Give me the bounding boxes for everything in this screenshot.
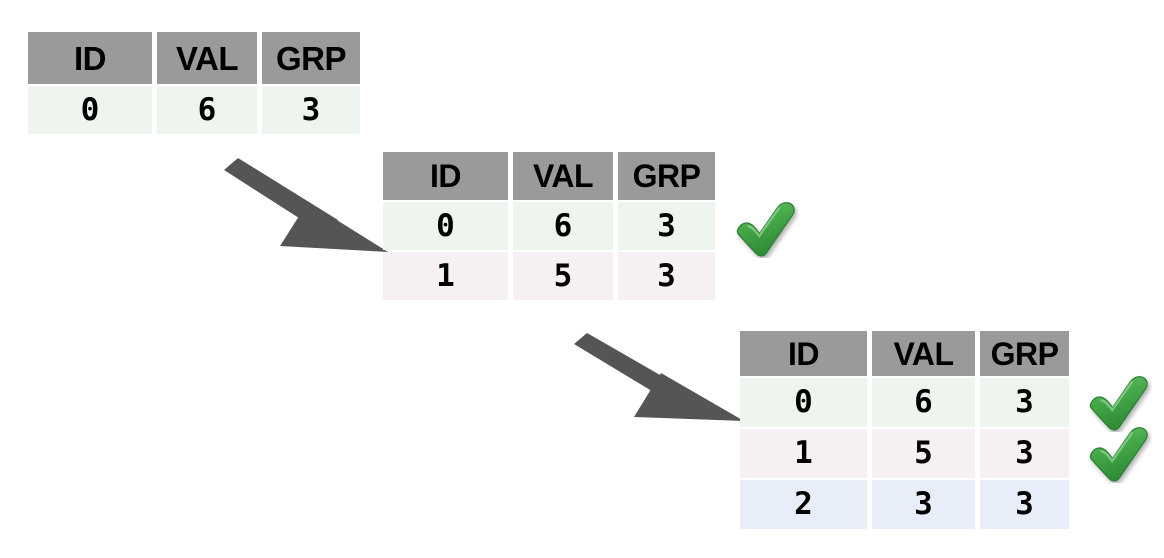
table-step2: ID VAL GRP 0 6 3 1 5 3	[383, 152, 715, 300]
arrow-down-right-icon	[222, 158, 390, 254]
cell-grp: 3	[980, 378, 1069, 427]
table-row: 2 3 3	[740, 480, 1069, 529]
table-row: 0 6 3	[28, 86, 360, 134]
cell-grp: 3	[980, 480, 1069, 529]
cell-val: 5	[513, 252, 613, 300]
table-row: 0 6 3	[383, 202, 715, 250]
cell-val: 6	[157, 86, 257, 134]
cell-id: 1	[383, 252, 508, 300]
table-row: 1 5 3	[740, 429, 1069, 478]
column-header-id: ID	[383, 152, 508, 200]
table-header-row: ID VAL GRP	[740, 331, 1069, 376]
column-header-id: ID	[28, 32, 152, 84]
table-header-row: ID VAL GRP	[383, 152, 715, 200]
table-row: 1 5 3	[383, 252, 715, 300]
column-header-grp: GRP	[618, 152, 715, 200]
column-header-val: VAL	[872, 331, 975, 376]
arrow-down-right-icon	[572, 333, 747, 421]
cell-id: 0	[28, 86, 152, 134]
cell-id: 2	[740, 480, 867, 529]
cell-val: 3	[872, 480, 975, 529]
table-header-row: ID VAL GRP	[28, 32, 360, 84]
cell-grp: 3	[980, 429, 1069, 478]
column-header-val: VAL	[513, 152, 613, 200]
cell-grp: 3	[262, 86, 360, 134]
cell-grp: 3	[618, 252, 715, 300]
cell-val: 5	[872, 429, 975, 478]
cell-id: 1	[740, 429, 867, 478]
green-check-icon	[733, 200, 799, 258]
table-step3: ID VAL GRP 0 6 3 1 5 3 2 3 3	[740, 331, 1069, 529]
table-row: 0 6 3	[740, 378, 1069, 427]
table-source: ID VAL GRP 0 6 3	[28, 32, 360, 134]
column-header-grp: GRP	[980, 331, 1069, 376]
column-header-id: ID	[740, 331, 867, 376]
column-header-grp: GRP	[262, 32, 360, 84]
cell-grp: 3	[618, 202, 715, 250]
green-check-icon	[1086, 374, 1152, 432]
green-check-icon	[1086, 425, 1152, 483]
cell-id: 0	[740, 378, 867, 427]
column-header-val: VAL	[157, 32, 257, 84]
cell-val: 6	[872, 378, 975, 427]
cell-val: 6	[513, 202, 613, 250]
cell-id: 0	[383, 202, 508, 250]
